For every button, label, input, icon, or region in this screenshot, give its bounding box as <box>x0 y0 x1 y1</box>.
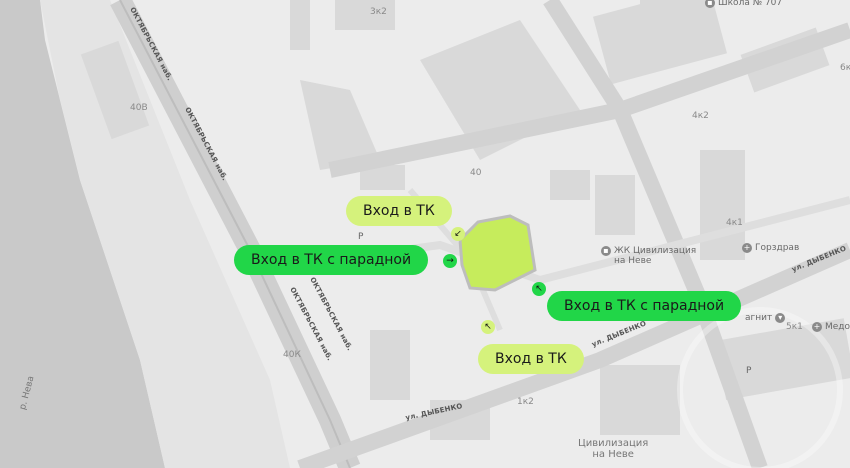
river-neva <box>0 0 165 468</box>
callout-main-entrance[interactable]: Вход в ТК с парадной <box>547 291 742 321</box>
building-40: 40 <box>470 168 482 178</box>
district-label: Цивилизация на Неве <box>578 438 649 460</box>
arrow-up-left-icon[interactable]: ↖ <box>481 320 495 334</box>
callout-entrance[interactable]: Вход в ТК <box>478 344 584 374</box>
building-6k: 6к <box>840 63 850 73</box>
poi-gorzdrav[interactable]: +Горздрав <box>742 243 800 253</box>
building-1k2: 1к2 <box>517 397 534 407</box>
building-40v: 40В <box>130 103 148 113</box>
poi-school[interactable]: ▪Школа № 707 <box>705 0 782 8</box>
parking-label: Р <box>746 366 752 376</box>
pharmacy-cross-icon: + <box>812 322 822 332</box>
callout-main-entrance[interactable]: Вход в ТК с парадной <box>234 245 429 275</box>
shopping-basket-icon: ▾ <box>775 313 786 323</box>
building-4k1: 4к1 <box>726 218 743 228</box>
school-icon: ▪ <box>705 0 715 8</box>
callout-entrance[interactable]: Вход в ТК <box>346 196 452 226</box>
poi-medok[interactable]: +Медок <box>812 322 850 332</box>
arrow-down-left-icon[interactable]: ↙ <box>451 227 465 241</box>
shopping-center <box>458 214 537 292</box>
arrow-up-left-icon[interactable]: ↖ <box>532 282 546 296</box>
pharmacy-cross-icon: + <box>742 243 752 253</box>
poi-magnit[interactable]: агнит▾ <box>745 313 786 323</box>
arrow-right-icon[interactable]: → <box>443 254 457 268</box>
poi-zhk[interactable]: ▪ЖК Цивилизация на Неве <box>601 246 696 266</box>
road-dybenko <box>297 242 850 468</box>
residential-complex-icon: ▪ <box>601 246 611 256</box>
building-3k2: 3к2 <box>370 7 387 17</box>
building-4k2: 4к2 <box>692 111 709 121</box>
parking-label: Р <box>358 232 364 242</box>
building-5k1: 5к1 <box>786 322 803 332</box>
building-40k: 40К <box>283 350 301 360</box>
